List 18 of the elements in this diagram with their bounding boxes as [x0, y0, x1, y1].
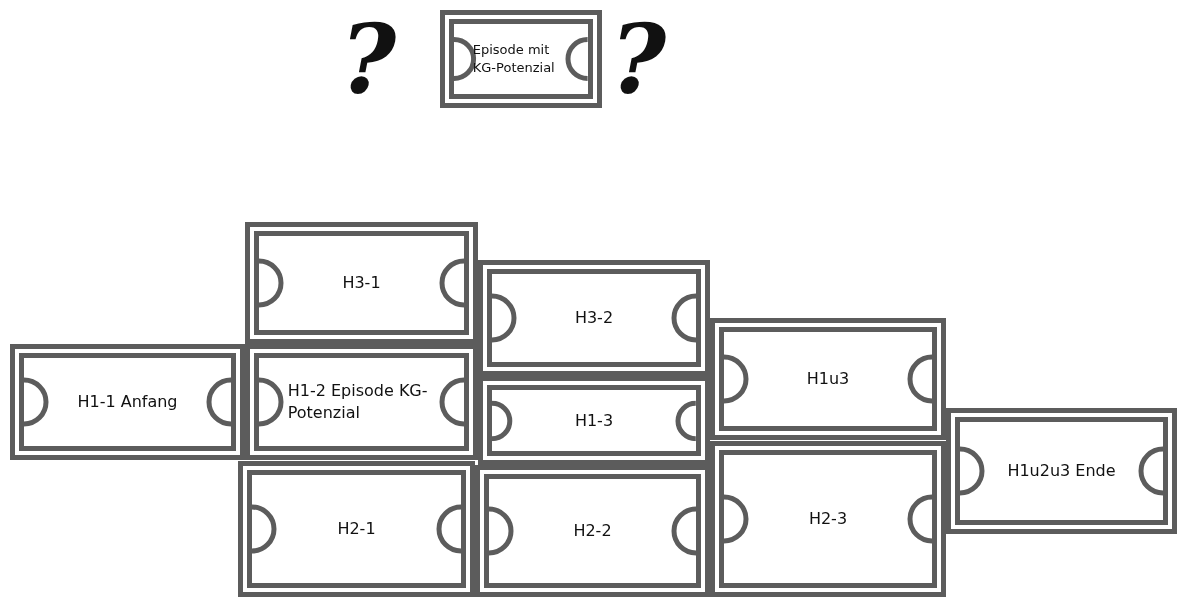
- tile-label: H1-3: [574, 409, 614, 432]
- tile-label: Episode mit KG-Potenzial: [472, 41, 556, 77]
- tile-label: H1-1 Anfang: [77, 391, 178, 413]
- tile-label: H2-2: [573, 520, 612, 542]
- tile-label: H1u2u3 Ende: [1007, 460, 1116, 482]
- tile-label: H2-3: [808, 508, 848, 530]
- tile-label: H1-2 Episode KG-Potenzial: [287, 380, 429, 424]
- ticket-tile: [710, 318, 946, 440]
- ticket-tile: [946, 408, 1177, 534]
- ticket-tile: [238, 461, 475, 597]
- ticket-tile: [440, 10, 602, 108]
- ticket-tile: [10, 344, 245, 460]
- tile-label: H3-1: [342, 272, 381, 294]
- tile-label: H1u3: [806, 368, 850, 390]
- tile-label: H3-2: [574, 307, 614, 329]
- tile-label: H2-1: [337, 518, 376, 540]
- question-mark: ?: [610, 12, 667, 108]
- question-mark: ?: [340, 12, 397, 108]
